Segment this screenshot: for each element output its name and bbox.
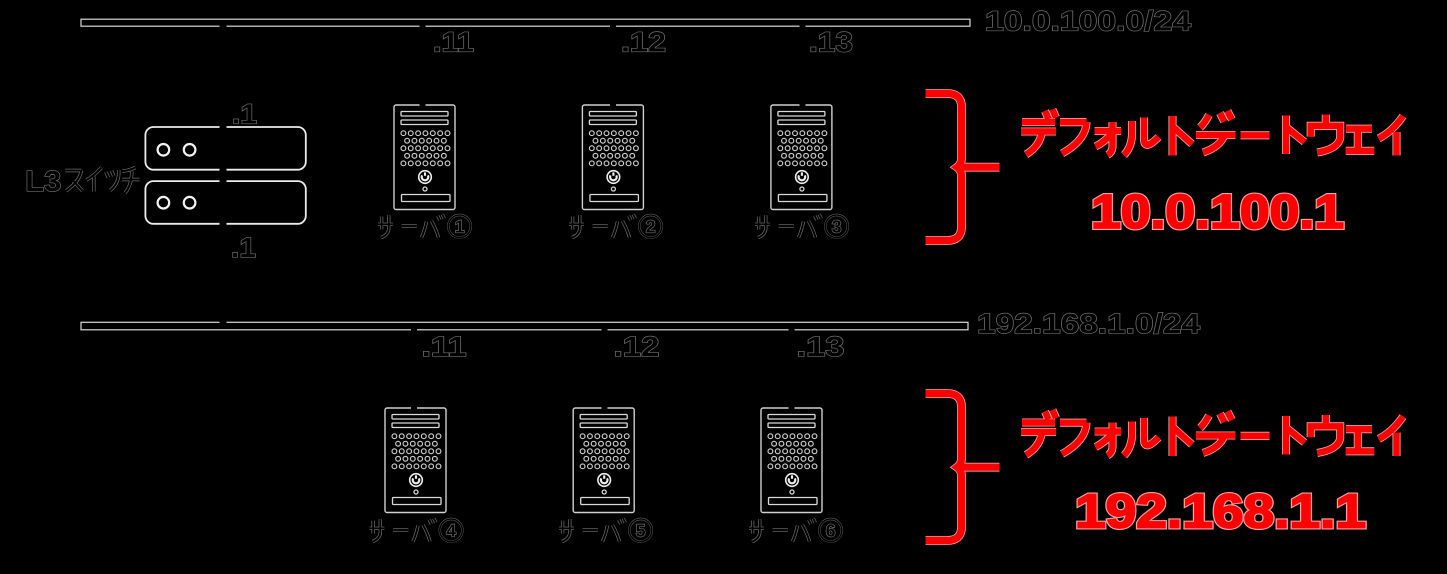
svg-text:.13: .13 xyxy=(797,331,845,362)
svg-text:.1: .1 xyxy=(232,99,257,130)
svg-text:192.168.1.0/24: 192.168.1.0/24 xyxy=(977,308,1201,339)
svg-text:.13: .13 xyxy=(809,27,853,58)
svg-text:.11: .11 xyxy=(433,27,474,58)
svg-text:10.0.100.1: 10.0.100.1 xyxy=(1091,186,1344,239)
svg-text:L3: L3 xyxy=(25,166,61,198)
svg-text:10.0.100.0/24: 10.0.100.0/24 xyxy=(985,6,1191,37)
svg-text:3: 3 xyxy=(832,217,842,237)
svg-text:2: 2 xyxy=(646,217,656,237)
svg-text:10.0.100.1: 10.0.100.1 xyxy=(1091,186,1344,239)
svg-text:.1: .1 xyxy=(231,232,256,263)
svg-text:.12: .12 xyxy=(614,331,660,362)
svg-text:192.168.1.1: 192.168.1.1 xyxy=(1075,486,1366,539)
svg-text:.11: .11 xyxy=(422,331,467,362)
svg-text:6: 6 xyxy=(826,521,836,541)
svg-text:1: 1 xyxy=(455,217,465,237)
svg-text:5: 5 xyxy=(636,521,646,541)
svg-text:192.168.1.1: 192.168.1.1 xyxy=(1075,486,1366,539)
svg-text:4: 4 xyxy=(446,521,456,541)
svg-text:.12: .12 xyxy=(621,27,666,58)
